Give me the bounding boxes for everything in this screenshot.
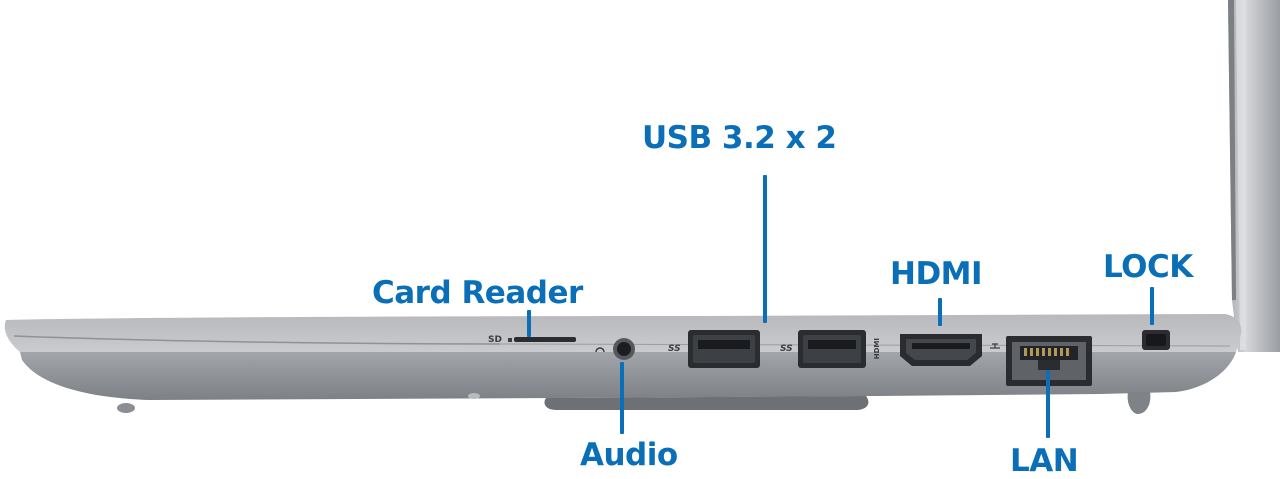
lock-slot[interactable] xyxy=(1142,330,1170,350)
lan-label: LAN xyxy=(1010,443,1079,479)
hdmi-label: HDMI xyxy=(890,256,983,292)
card-reader-label: Card Reader xyxy=(372,275,583,311)
network-icon xyxy=(990,343,1000,349)
lock-leader xyxy=(1150,287,1154,325)
usb-label: USB 3.2 x 2 xyxy=(642,120,837,156)
headphone-icon xyxy=(595,347,605,353)
lock-label: LOCK xyxy=(1103,249,1193,285)
usb-leader xyxy=(763,175,767,323)
audio-jack[interactable] xyxy=(613,338,635,360)
usb-ss-icon-left: SS xyxy=(668,344,681,354)
hdmi-port[interactable] xyxy=(900,334,982,366)
usb-port-1[interactable] xyxy=(688,330,760,368)
audio-label: Audio xyxy=(580,437,678,473)
hdmi-leader xyxy=(938,298,942,326)
usb-port-2[interactable] xyxy=(798,330,866,368)
usb-ss-icon-right: SS xyxy=(780,344,793,354)
audio-leader xyxy=(620,362,624,434)
laptop-lid xyxy=(1228,0,1280,352)
hdmi-mark: HDMI xyxy=(873,338,881,360)
card-reader-leader xyxy=(527,310,531,337)
sd-mark: SD xyxy=(488,335,502,345)
lan-leader xyxy=(1046,370,1050,438)
sd-card-slot[interactable] xyxy=(514,337,576,342)
